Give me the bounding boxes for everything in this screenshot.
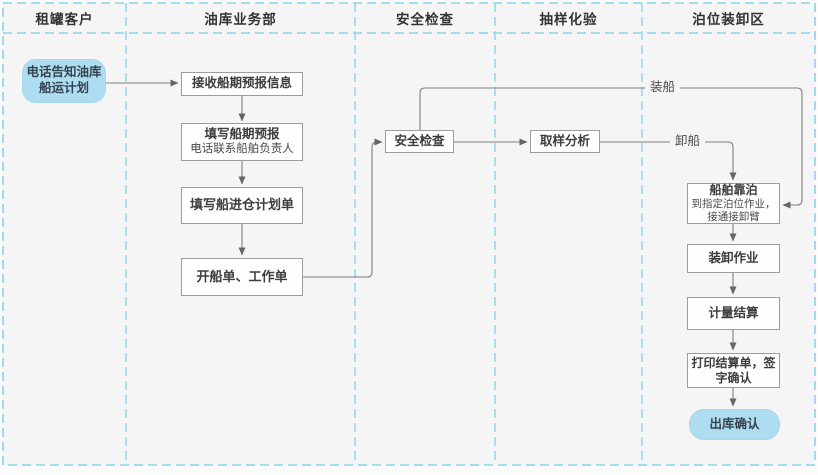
lane-header-berth-area: 泊位装卸区 [692,12,765,27]
node-title: 填写船期预报 [204,127,280,142]
node-sampling-analysis: 取样分析 [530,130,600,153]
lane-header-safety-check: 安全检查 [396,12,454,27]
node-title: 船舶靠泊 [709,183,758,198]
node-receive-schedule-forecast: 接收船期预报信息 [181,72,303,96]
lane-header-depot-business: 油库业务部 [204,12,277,27]
node-subtitle: 电话联系船舶负责人 [190,142,294,155]
node-subtitle: 到指定泊位作业， 接通接卸臂 [691,198,776,223]
node-fill-entry-plan: 填写船进仓计划单 [181,187,303,224]
node-outbound-confirm: 出库确认 [689,409,780,440]
lane-header-sampling-test: 抽样化验 [539,12,598,27]
edge-label-load-ship: 装船 [645,80,681,96]
node-fill-schedule-forecast: 填写船期预报 电话联系船舶负责人 [181,123,303,161]
node-measurement-settlement: 计量结算 [687,297,780,330]
edge-label-unload-ship: 卸船 [670,134,706,150]
node-ship-berthing: 船舶靠泊 到指定泊位作业， 接通接卸臂 [687,183,780,224]
node-issue-ship-work-orders: 开船单、工作单 [181,258,303,296]
node-safety-check: 安全检查 [385,130,454,153]
node-print-settlement-sign: 打印结算单，签 字确认 [687,353,780,388]
lane-header-tank-customer: 租罐客户 [35,12,94,27]
node-start-notify-depot: 电话告知油库 船运计划 [22,59,106,103]
node-loading-unloading-ops: 装卸作业 [687,244,780,273]
